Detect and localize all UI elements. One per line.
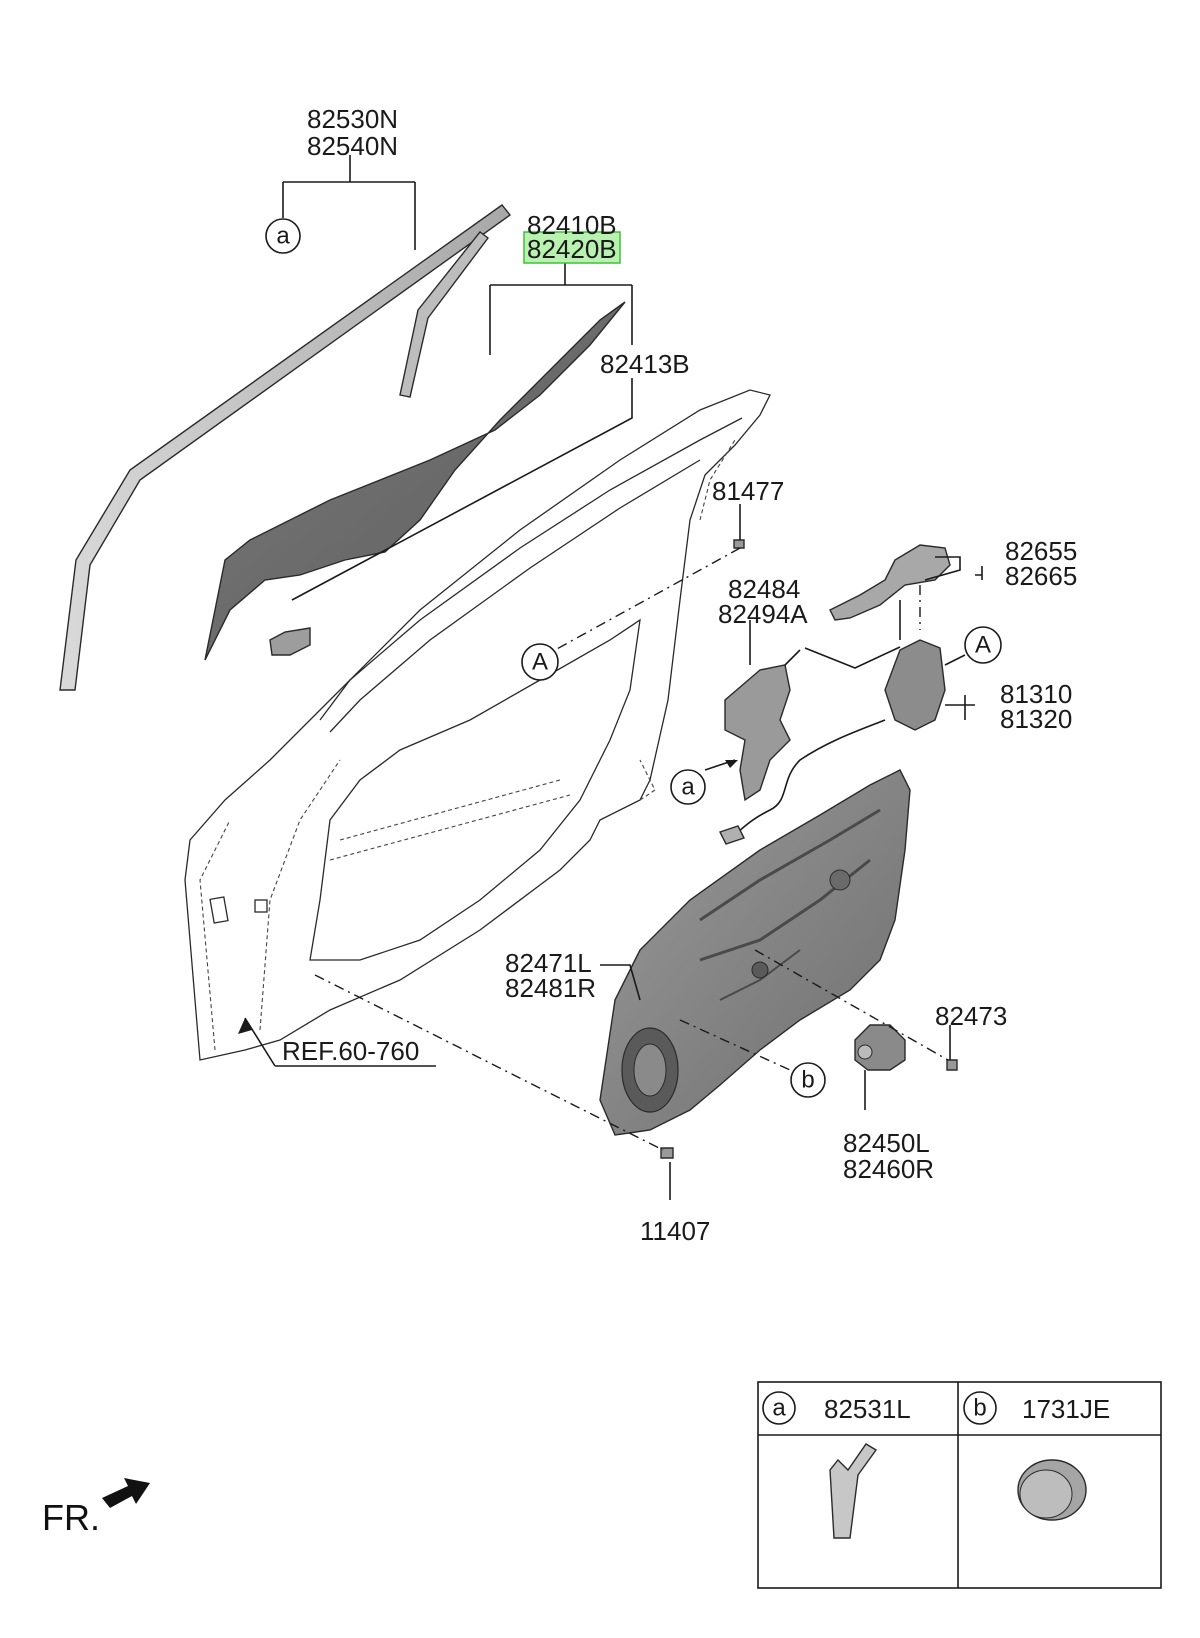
wiring-harness[interactable] xyxy=(724,649,801,802)
door-glass[interactable] xyxy=(204,301,626,661)
door-module-panel[interactable] xyxy=(599,769,911,1136)
dash-lines xyxy=(314,547,949,1151)
legend-a-cell[interactable]: a 82531L xyxy=(762,1391,911,1425)
label-82494a[interactable]: 82494A xyxy=(718,599,808,629)
callout-b-module[interactable]: b xyxy=(790,1062,826,1098)
label-82410b[interactable]: 82410B xyxy=(527,210,617,240)
highlight-box xyxy=(523,231,621,264)
legend-a-illustration xyxy=(829,1443,878,1539)
callout-A-door-text: A xyxy=(532,649,548,676)
door-latch[interactable] xyxy=(719,639,946,845)
label-ref-60-760[interactable]: REF.60-760 xyxy=(282,1036,419,1066)
label-82420b[interactable]: 82420B xyxy=(527,234,617,264)
fr-arrow-icon xyxy=(102,1478,150,1508)
bolt-81477-part xyxy=(733,539,745,549)
label-81310[interactable]: 81310 xyxy=(1000,679,1072,709)
label-82481r[interactable]: 82481R xyxy=(505,973,596,1003)
callout-b-module-text: b xyxy=(801,1067,814,1094)
legend-b-code: b xyxy=(973,1395,986,1422)
glass-run-channel[interactable] xyxy=(59,204,512,691)
callout-A-latch[interactable]: A xyxy=(964,626,1002,664)
callout-a-top-text: a xyxy=(276,223,290,250)
legend-b-illustration xyxy=(1017,1459,1087,1521)
callout-A-door[interactable]: A xyxy=(521,643,559,681)
legend-b-cell[interactable]: b 1731JE xyxy=(963,1391,1110,1425)
callout-a-top[interactable]: a xyxy=(265,218,301,254)
window-motor[interactable] xyxy=(854,1024,906,1071)
label-82655[interactable]: 82655 xyxy=(1005,536,1077,566)
legend-a-part: 82531L xyxy=(824,1394,911,1424)
fr-label: FR. xyxy=(42,1497,100,1538)
label-82450l[interactable]: 82450L xyxy=(843,1128,930,1158)
legend-a-code: a xyxy=(772,1395,786,1422)
label-82530n[interactable]: 82530N xyxy=(307,104,398,134)
label-81477[interactable]: 81477 xyxy=(712,476,784,506)
bolt-11407-part xyxy=(660,1147,674,1159)
door-frame[interactable] xyxy=(184,389,771,1061)
callout-a-harness[interactable]: a xyxy=(670,769,706,805)
label-82484[interactable]: 82484 xyxy=(728,574,800,604)
legend-table: a 82531L b 1731JE xyxy=(757,1381,1162,1589)
label-82460r[interactable]: 82460R xyxy=(843,1154,934,1184)
label-82473[interactable]: 82473 xyxy=(935,1001,1007,1031)
bolt-82473-part xyxy=(946,1059,958,1071)
legend-b-part: 1731JE xyxy=(1022,1394,1110,1424)
label-82540n[interactable]: 82540N xyxy=(307,131,398,161)
callout-a-harness-text: a xyxy=(681,774,695,801)
label-81320[interactable]: 81320 xyxy=(1000,704,1072,734)
label-82413b[interactable]: 82413B xyxy=(600,349,690,379)
leader-lines xyxy=(238,155,983,1200)
callout-A-latch-text: A xyxy=(975,632,991,659)
front-direction-indicator: FR. xyxy=(42,1478,150,1538)
label-82471l[interactable]: 82471L xyxy=(505,948,592,978)
outside-handle-frame[interactable] xyxy=(829,544,951,621)
label-11407[interactable]: 11407 xyxy=(640,1216,710,1246)
label-82665[interactable]: 82665 xyxy=(1005,561,1077,591)
